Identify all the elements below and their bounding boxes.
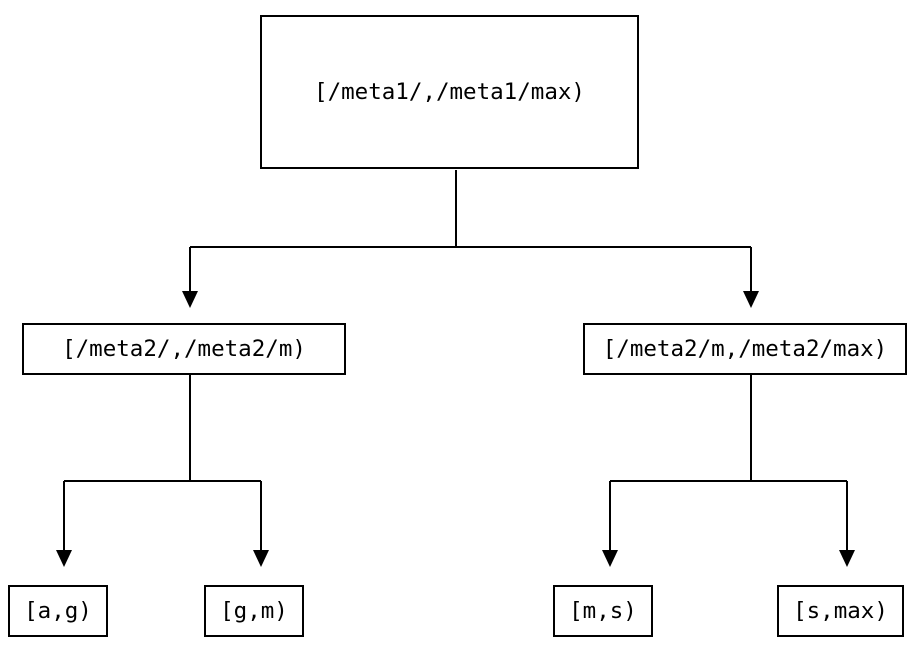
node-leaf-smax: [s,max) bbox=[777, 585, 904, 637]
node-leaf-smax-label: [s,max) bbox=[793, 598, 888, 624]
arrowhead-down-icon bbox=[602, 550, 618, 567]
node-leaf-ag: [a,g) bbox=[8, 585, 108, 637]
arrowhead-down-icon bbox=[182, 291, 198, 308]
arrowhead-down-icon bbox=[253, 550, 269, 567]
node-meta2-lower: [/meta2/,/meta2/m) bbox=[22, 323, 346, 375]
node-leaf-ag-label: [a,g) bbox=[24, 598, 92, 624]
node-meta2-lower-label: [/meta2/,/meta2/m) bbox=[62, 336, 306, 362]
node-leaf-gm-label: [g,m) bbox=[220, 598, 288, 624]
node-root-label: [/meta1/,/meta1/max) bbox=[314, 79, 585, 105]
arrowhead-down-icon bbox=[56, 550, 72, 567]
node-leaf-ms-label: [m,s) bbox=[569, 598, 637, 624]
arrowhead-down-icon bbox=[839, 550, 855, 567]
node-leaf-ms: [m,s) bbox=[553, 585, 653, 637]
node-meta2-upper-label: [/meta2/m,/meta2/max) bbox=[602, 336, 888, 362]
node-leaf-gm: [g,m) bbox=[204, 585, 304, 637]
node-root: [/meta1/,/meta1/max) bbox=[260, 15, 639, 169]
node-meta2-upper: [/meta2/m,/meta2/max) bbox=[583, 323, 907, 375]
arrowhead-down-icon bbox=[743, 291, 759, 308]
